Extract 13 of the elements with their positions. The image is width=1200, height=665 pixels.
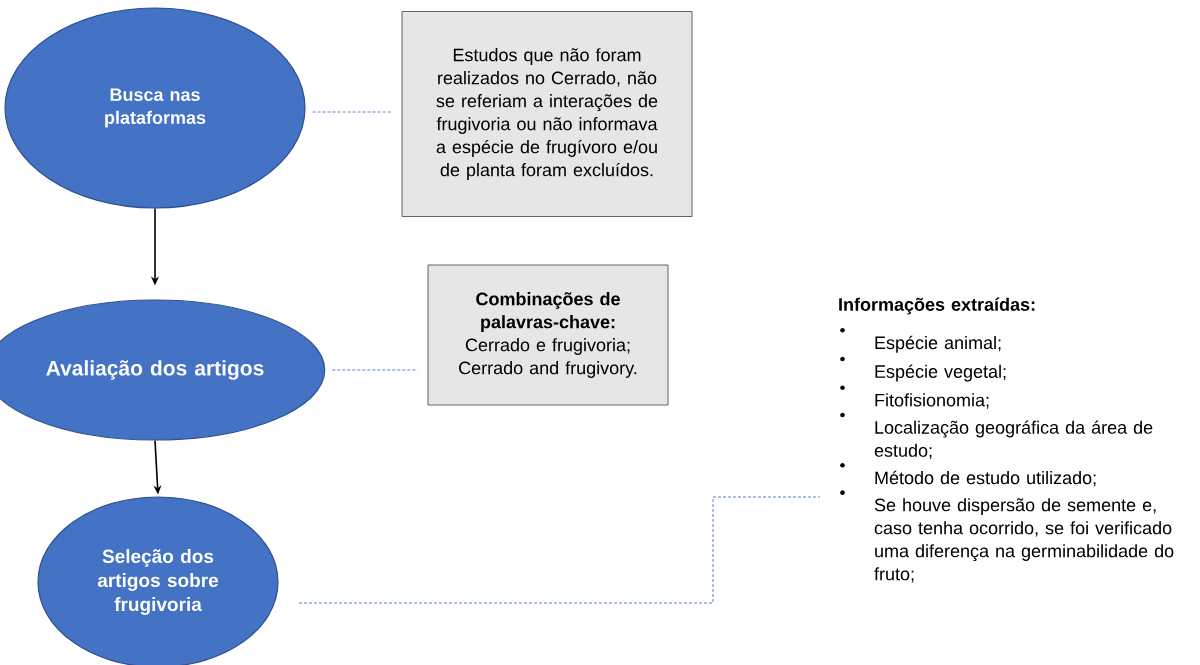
note-box: Combinações de palavras-chave: Cerrado e frugivoria; Cerrado and frugivory. bbox=[427, 264, 669, 406]
node-label: Espécie animal; bbox=[875, 335, 1001, 353]
dashed-connector bbox=[298, 496, 821, 604]
node-label: Localização geográfica da área de estudo; bbox=[874, 420, 1153, 459]
bulleted-list: Informações extraídas: Espécie animal; Espécie vegetal; Fitofisionomia; Localização geográfica da área de estudo; Método de estudo utilizado; Se houve dispersão de semente e, caso tenha ocorrido, se foi verificado uma diferença na germinabilidade do fruto; bbox=[839, 297, 1174, 583]
node-label: Espécie vegetal; bbox=[875, 364, 1006, 382]
node-label: Fitofisionomia; bbox=[875, 393, 989, 409]
dashed-connector bbox=[312, 111, 393, 113]
node-label: Informações extraídas: bbox=[839, 297, 1035, 315]
note-box: Estudos que não foram realizados no Cerrado, não se referiam a interações de frugivoria ou não informava a espécie de frugívoro e/ou de planta foram excluídos. bbox=[401, 11, 693, 217]
dashed-connector bbox=[331, 369, 419, 371]
node-label: Se houve dispersão de semente e, caso tenha ocorrido, se foi verificado uma diferença na germinabilidade do fruto; bbox=[874, 498, 1174, 583]
node-label: Método de estudo utilizado; bbox=[875, 470, 1096, 487]
